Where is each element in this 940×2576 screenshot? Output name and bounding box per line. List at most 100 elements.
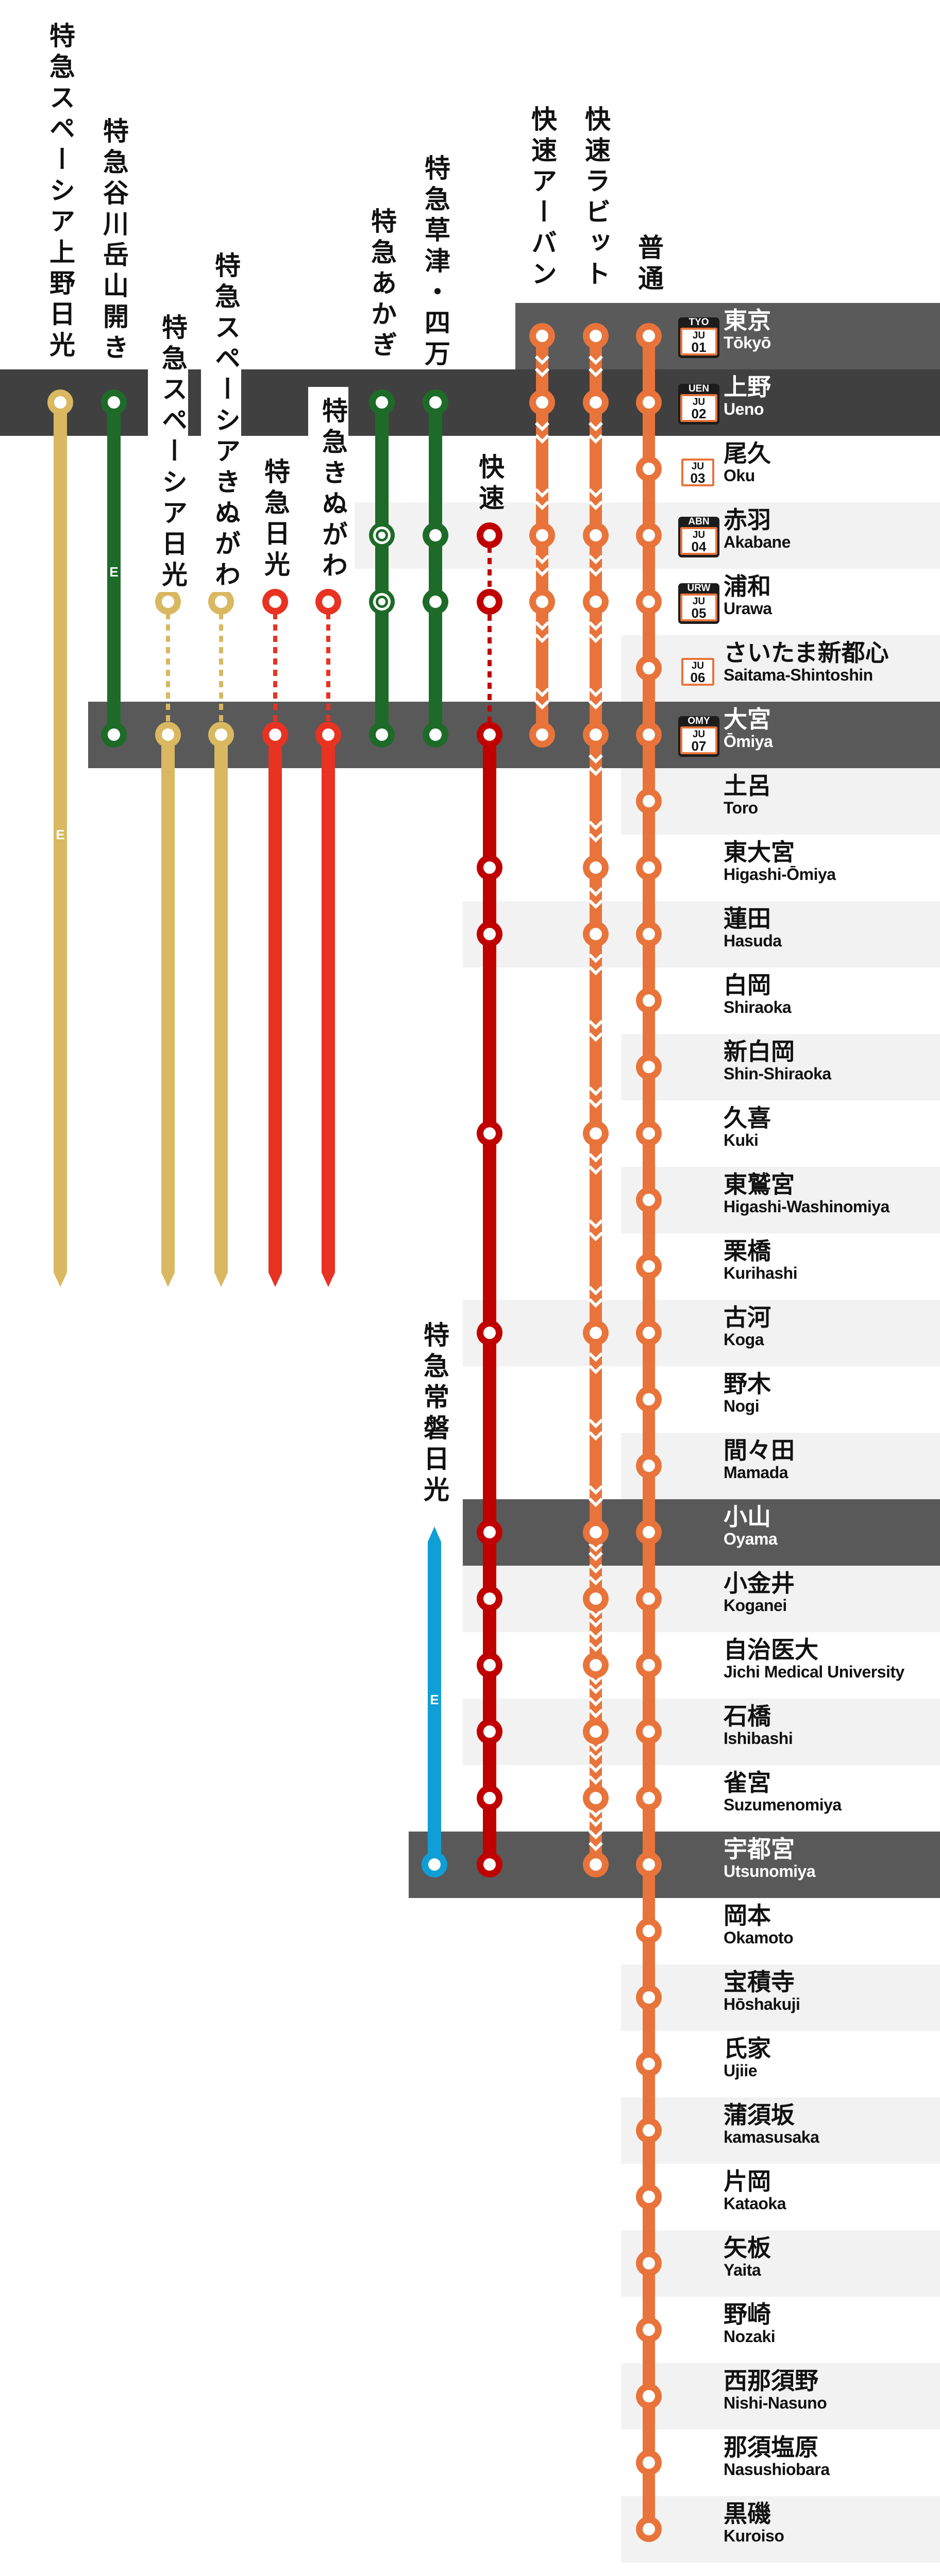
chevron-icon (588, 766, 603, 776)
chevron-icon (588, 1364, 603, 1375)
spacia-nikko-line-segment (161, 735, 175, 1273)
kusatsu-shima-line-segment (429, 402, 442, 735)
station-code: ABN (680, 517, 717, 527)
chevron-icon (588, 1829, 603, 1840)
stop-marker-center (376, 728, 388, 741)
station-name-ja: 小金井 (724, 1569, 795, 1597)
station-code: TYO (680, 317, 717, 328)
chevron-icon (534, 355, 550, 365)
stop-marker-center (483, 1592, 496, 1605)
station-name-ja: 那須塩原 (724, 2433, 818, 2461)
stop-marker-center (643, 1526, 655, 1538)
stop-marker-center (590, 1592, 602, 1605)
chevron-icon (588, 1808, 603, 1818)
station-name-en: Urawa (724, 599, 772, 618)
stop-marker-center (643, 795, 655, 807)
chevron-icon (588, 965, 603, 976)
chevron-icon (588, 1542, 603, 1552)
stop-marker-center (536, 396, 548, 409)
stop-marker-center (590, 1659, 602, 1671)
chevron-icon (588, 1032, 603, 1042)
stop-marker-center (269, 728, 281, 741)
chevron-icon (534, 488, 550, 498)
station-number-value: 03 (690, 470, 706, 486)
station-name-en: Higashi-Washinomiya (724, 1197, 889, 1216)
chevron-icon (588, 355, 603, 365)
service-label-nikko: 特急日光 (260, 458, 290, 582)
chevron-icon (588, 1817, 603, 1827)
stop-marker-center (643, 1460, 655, 1472)
station-name-ja: 土呂 (724, 772, 771, 800)
service-label-tanigawa: 特急谷川岳山開き (99, 117, 129, 365)
chevron-icon (588, 1285, 603, 1296)
station-row-stripe (621, 768, 940, 835)
station-name-en: Hasuda (724, 931, 782, 950)
stop-marker-center (322, 596, 334, 608)
chevron-icon (588, 820, 603, 831)
chevron-icon (588, 633, 603, 643)
station-name-ja: 自治医大 (724, 1636, 818, 1664)
stop-marker-center (483, 1858, 496, 1871)
station-name-ja: 白岡 (724, 971, 771, 999)
station-name-ja: 古河 (724, 1303, 771, 1331)
e-mark: E (56, 827, 65, 842)
stop-marker-center (483, 1792, 496, 1804)
stop-marker-center (483, 728, 496, 741)
station-name-en: Nozaki (724, 2327, 776, 2346)
e-mark: E (109, 564, 119, 580)
station-code: URW (680, 583, 717, 594)
stop-marker-center (643, 2124, 655, 2137)
stop-marker-center (643, 928, 655, 940)
chevron-icon (588, 367, 603, 378)
chevron-icon (588, 1741, 603, 1752)
station-name-en: Kataoka (724, 2194, 786, 2213)
service-label-spacia-kinugawa: 特急スペーシアきぬがわ (201, 242, 241, 592)
station-name-ja: 東京 (724, 307, 771, 334)
station-name-en: Okamoto (724, 1928, 794, 1947)
chevron-icon (588, 700, 603, 710)
chevron-icon (588, 1775, 603, 1785)
station-name-en: Suzumenomiya (724, 1795, 842, 1814)
chevron-icon (588, 1630, 603, 1640)
station-name-ja: 栗橋 (724, 1237, 771, 1265)
stop-marker-center (378, 532, 385, 539)
line-code: JU (691, 461, 704, 472)
station-row-stripe (463, 901, 940, 968)
spacia-ueno-nikko-continues-arrow-icon (54, 1273, 67, 1287)
service-label-akagi: 特急あかぎ (367, 208, 397, 362)
stop-marker-center (54, 396, 66, 409)
stop-marker-center (215, 728, 227, 741)
chevron-icon (588, 1298, 603, 1308)
chevron-icon (588, 1165, 603, 1175)
chevron-icon (588, 1418, 603, 1429)
chevron-icon (588, 754, 603, 764)
station-name-en: Ueno (724, 400, 764, 418)
chevron-icon (588, 567, 603, 577)
station-row-stripe (621, 2097, 940, 2164)
chevron-icon (534, 367, 550, 378)
station-name-ja: 石橋 (724, 1702, 771, 1730)
chevron-icon (534, 434, 550, 444)
station-name-ja: 赤羽 (724, 506, 771, 534)
stop-marker-center (643, 1061, 655, 1073)
station-row-stripe (621, 635, 940, 702)
station-number-value: 07 (691, 738, 707, 754)
stop-marker-center (483, 1526, 496, 1538)
station-name-ja: 上野 (724, 373, 771, 401)
station-row-stripe (463, 1565, 940, 1632)
line-code: JU (692, 530, 706, 540)
stop-marker-center (590, 1792, 602, 1804)
stop-marker-center (590, 728, 602, 741)
stop-marker-center (643, 861, 655, 874)
station-name-ja: 氏家 (724, 2035, 771, 2062)
chevron-icon (588, 1485, 603, 1495)
line-code: JU (692, 330, 706, 341)
station-name-ja: 尾久 (724, 439, 771, 467)
station-name-en: Kuroiso (724, 2527, 784, 2545)
stop-marker-center (643, 1725, 655, 1738)
